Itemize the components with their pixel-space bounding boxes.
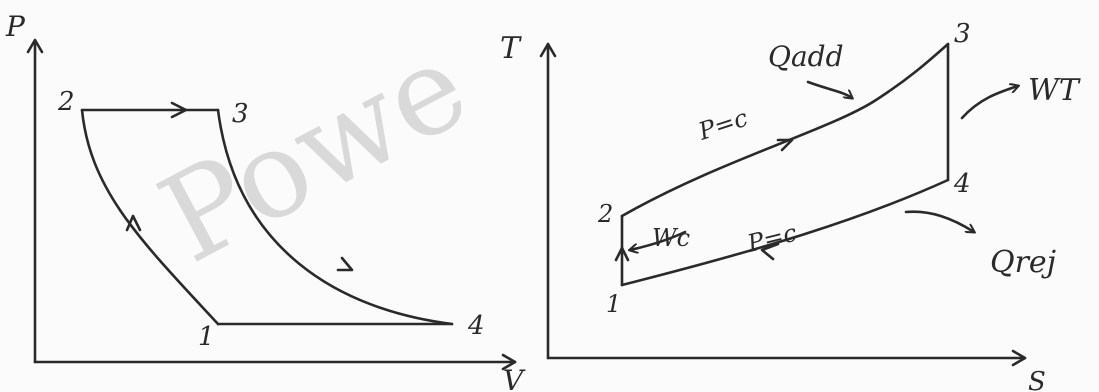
ts-qadd-arrow (806, 80, 852, 98)
pv-diagram: P V 2 3 1 4 (5, 10, 526, 392)
ts-point-3: 3 (954, 19, 971, 49)
ts-process-2-3 (620, 42, 950, 218)
ts-s-axis-arrowhead (1011, 349, 1027, 367)
ts-qrej-label: Qrej (990, 245, 1056, 280)
pv-p-axis-arrowhead (26, 38, 44, 54)
pv-v-axis-arrowhead (501, 353, 517, 371)
pv-arrow-2-3 (170, 101, 188, 119)
ts-point-2: 2 (597, 200, 613, 228)
ts-point-4: 4 (953, 169, 971, 199)
ts-wt-label: WT (1028, 73, 1081, 108)
pv-arrow-3-4 (336, 256, 354, 272)
ts-upper-pressure-label: P=c (694, 104, 751, 146)
ts-arrow-2-3 (776, 138, 794, 152)
pv-p-axis-label: P (5, 10, 26, 43)
pv-point-1: 1 (198, 322, 215, 352)
ts-qrej-arrow (904, 210, 974, 232)
watermark-text: Powe (139, 16, 488, 290)
ts-process-4-1 (620, 178, 950, 287)
ts-s-axis-label: S (1028, 367, 1046, 392)
ts-arrow-4-1 (760, 242, 780, 261)
pv-arrow-1-2 (125, 214, 142, 232)
ts-diagram: T S 2 3 4 1 P=c P=c Qadd WT Wc Qrej (500, 19, 1081, 392)
ts-t-axis-label: T (500, 31, 522, 66)
ts-wc-arrow (630, 230, 687, 250)
ts-point-1: 1 (606, 290, 621, 318)
ts-qadd-label: Qadd (768, 40, 844, 73)
pv-v-axis-label: V (503, 364, 526, 392)
ts-wc-label: Wc (652, 224, 690, 252)
pv-point-2: 2 (57, 87, 75, 117)
ts-t-axis-arrowhead (539, 42, 557, 58)
pv-point-4: 4 (467, 311, 485, 341)
pv-process-3-4 (216, 108, 454, 326)
ts-arrow-1-2 (614, 246, 630, 262)
ts-lower-pressure-label: P=c (744, 219, 800, 258)
ts-wt-arrow (960, 86, 1018, 120)
pv-process-1-2 (80, 108, 220, 326)
pv-point-3: 3 (232, 99, 249, 129)
